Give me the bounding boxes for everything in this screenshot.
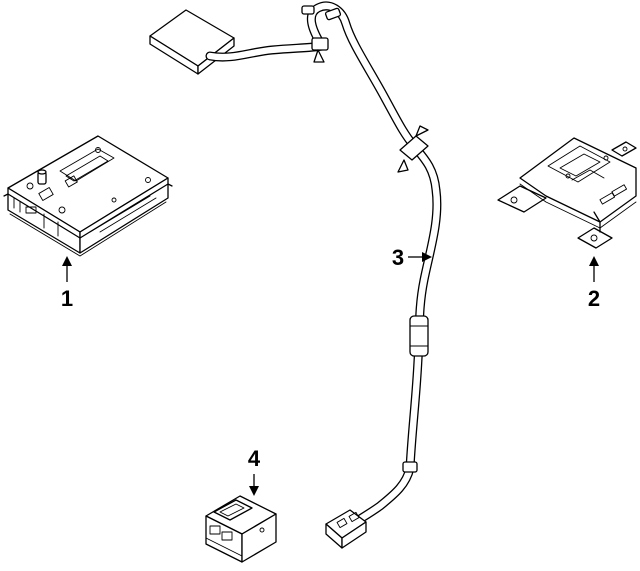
connector-unit-part-4[interactable] <box>205 495 277 563</box>
callout-label-1: 1 <box>61 286 73 311</box>
callout-label-4: 4 <box>248 446 261 471</box>
arrow-head-4 <box>249 486 259 496</box>
callout-label-2: 2 <box>588 286 600 311</box>
arrow-head-1 <box>62 256 72 266</box>
callout-2: 2 <box>588 256 600 311</box>
callout-4: 4 <box>248 446 261 496</box>
mounting-bracket-part-2[interactable] <box>497 137 637 249</box>
module-unit-part-1[interactable] <box>3 135 173 257</box>
wiring-harness-part-3[interactable] <box>149 1 442 549</box>
callout-3: 3 <box>392 245 432 270</box>
callout-1: 1 <box>61 256 73 311</box>
arrow-head-3 <box>422 252 432 262</box>
callout-label-3: 3 <box>392 245 404 270</box>
arrow-head-2 <box>589 256 599 266</box>
